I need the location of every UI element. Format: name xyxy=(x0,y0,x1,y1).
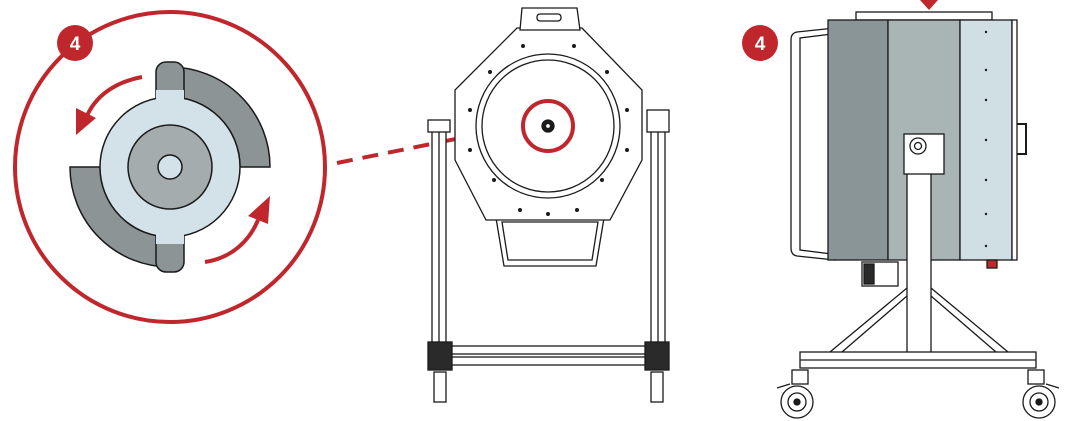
rotation-arrows xyxy=(76,75,270,264)
insert-arrow-icon xyxy=(920,0,938,10)
foot-block-left xyxy=(427,341,453,371)
panel-dark xyxy=(827,19,889,261)
caster-wheel-left xyxy=(776,369,814,419)
step-badge-side: 4 xyxy=(742,25,778,61)
hopper xyxy=(495,217,605,267)
front-door xyxy=(790,27,836,261)
panel-end-cap xyxy=(1011,19,1018,261)
rotation-arrow-upper xyxy=(84,75,143,119)
foot-block-right xyxy=(644,341,670,371)
base-braces xyxy=(829,287,1009,353)
motor-fins xyxy=(863,263,875,285)
caster-right xyxy=(650,371,664,403)
shaft-coupling-icon xyxy=(69,61,271,273)
stand-crossbar-lower xyxy=(445,356,652,366)
callout-leader-line xyxy=(336,124,521,165)
step-number: 4 xyxy=(70,34,81,55)
top-flange xyxy=(855,11,993,21)
drum-shaft-center xyxy=(544,122,552,130)
stand-crossbar-upper xyxy=(445,345,652,355)
foot-knob xyxy=(986,259,998,269)
stand-top-bracket-left xyxy=(427,119,451,133)
rotation-arrow-lower xyxy=(204,219,260,264)
step-number: 4 xyxy=(755,34,766,55)
stand-top-bracket-right xyxy=(646,109,670,133)
coupling-bore xyxy=(157,154,183,180)
caster-left xyxy=(433,371,447,403)
hopper-inner xyxy=(501,221,599,261)
detail-highlight-circle xyxy=(521,99,575,153)
pivot-knob-center xyxy=(913,141,923,151)
handle-slot xyxy=(536,13,562,22)
coupling-body-tab-top xyxy=(156,90,184,110)
side-handle xyxy=(1017,123,1027,155)
arrow-head-lower xyxy=(248,196,270,224)
panel-rivets xyxy=(984,30,988,248)
arrow-head-upper xyxy=(76,108,96,135)
caster-wheel-right xyxy=(1022,369,1060,419)
housing-bolts xyxy=(468,44,629,216)
machine-front-view xyxy=(427,7,670,403)
detail-callout: 4 xyxy=(13,10,327,324)
coupling-body-tab-bottom xyxy=(156,224,184,244)
machine-side-view: 4 xyxy=(742,0,1060,419)
step-badge-detail: 4 xyxy=(57,25,93,61)
